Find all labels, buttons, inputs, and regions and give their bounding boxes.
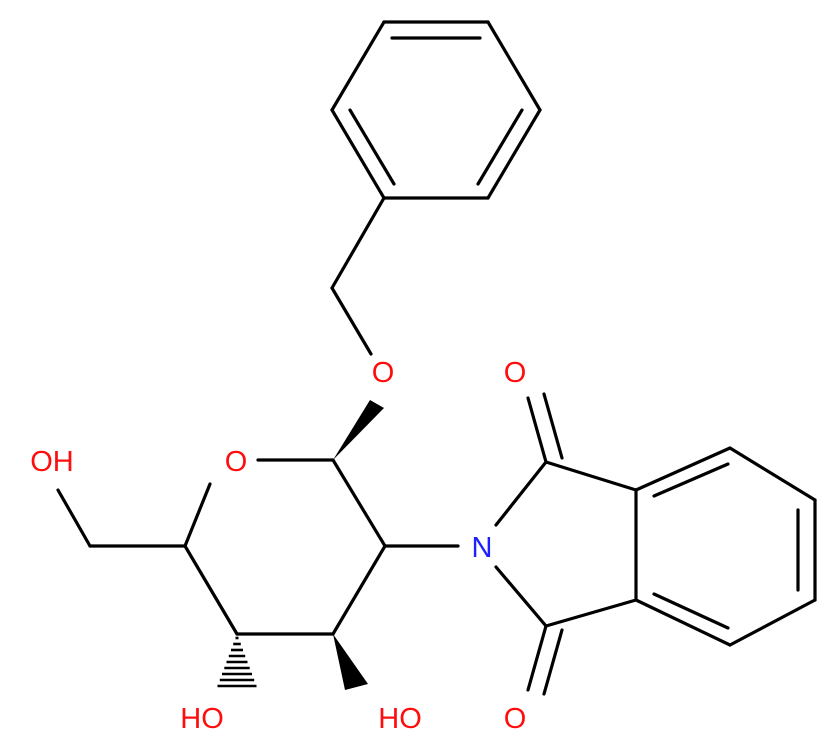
- hydroxymethyl-bonds: [56, 488, 187, 548]
- carbonyl-top-oxygen-label: O: [504, 357, 527, 389]
- phthalimide-benzene-ring: [634, 446, 817, 647]
- benzyl-linker: [330, 196, 386, 356]
- c1-wedge-bond: [333, 400, 384, 460]
- ring-oxygen-label: O: [225, 446, 248, 478]
- hydroxymethyl-oh-label: OH: [30, 446, 74, 478]
- benzyl-ring: [330, 20, 542, 200]
- imide-ring: [494, 460, 638, 628]
- pyranose-ring: [183, 458, 387, 636]
- ether-oxygen-label: O: [372, 357, 395, 389]
- carbonyl-bottom-oxygen-label: O: [504, 703, 527, 735]
- carbonyl-bonds: [526, 392, 564, 696]
- nitrogen-label: N: [472, 532, 493, 564]
- c4-hashed-bond: [217, 636, 257, 688]
- c4-hydroxyl-label: HO: [180, 703, 224, 735]
- c3-wedge-bond: [333, 634, 368, 690]
- c3-hydroxyl-label: HO: [378, 703, 422, 735]
